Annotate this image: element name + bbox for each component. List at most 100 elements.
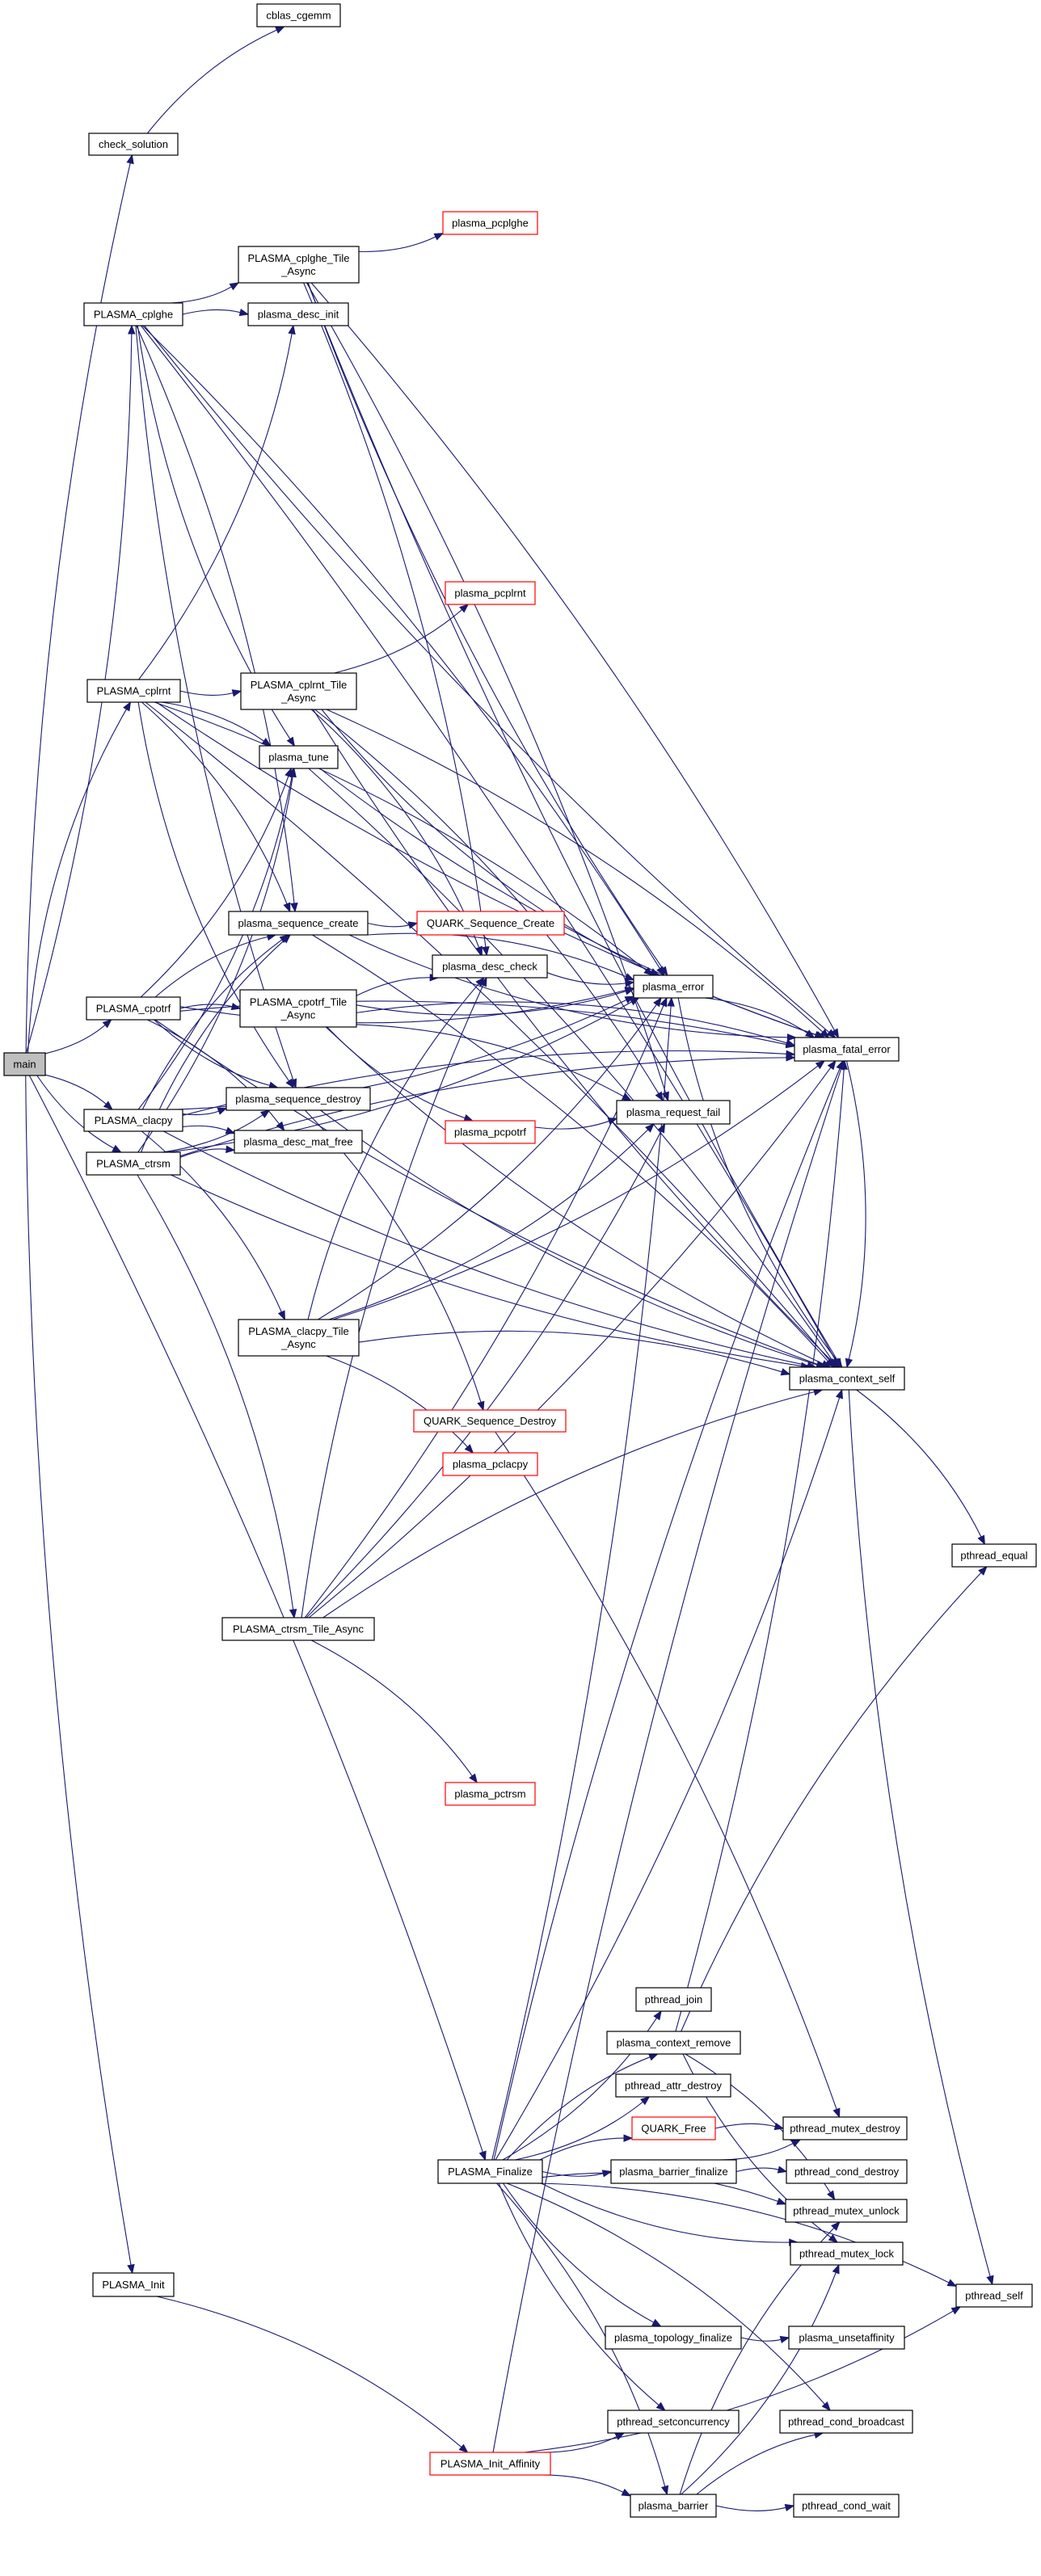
- node-plasma-topology-finalize[interactable]: plasma_topology_finalize: [605, 2326, 742, 2350]
- node-plasma-cplghe[interactable]: PLASMA_cplghe: [83, 302, 183, 326]
- arrowhead-icon: [661, 2485, 669, 2496]
- node-pthread-cond-destroy[interactable]: pthread_cond_destroy: [786, 2159, 908, 2184]
- node-plasma-init[interactable]: PLASMA_Init: [92, 2272, 175, 2297]
- edge-line: [141, 701, 288, 904]
- node-plasma-error[interactable]: plasma_error: [633, 974, 714, 999]
- arrowhead-icon: [103, 1101, 113, 1110]
- edge-line: [541, 2182, 790, 2243]
- node-plasma-sequence-create[interactable]: plasma_sequence_create: [228, 911, 369, 936]
- node-pthread-cond-wait[interactable]: pthread_cond_wait: [793, 2494, 900, 2518]
- node-label: pthread_cond_destroy: [794, 2166, 900, 2178]
- arrowhead-icon: [820, 1029, 830, 1038]
- node-plasma-desc-mat-free[interactable]: plasma_desc_mat_free: [234, 1130, 363, 1154]
- node-label: pthread_attr_destroy: [625, 2080, 722, 2092]
- node-pthread-mutex-destroy[interactable]: pthread_mutex_destroy: [782, 2116, 908, 2140]
- node-pthread-join[interactable]: pthread_join: [635, 1987, 712, 2012]
- node-plasma-fatal-error[interactable]: plasma_fatal_error: [794, 1037, 900, 1062]
- edge-line: [681, 1572, 982, 2032]
- node-label: plasma_fatal_error: [803, 1043, 891, 1055]
- node-plasma-cpotrf[interactable]: PLASMA_cpotrf: [86, 996, 181, 1021]
- node-pthread-mutex-lock[interactable]: pthread_mutex_lock: [790, 2241, 904, 2266]
- node-check-solution[interactable]: check_solution: [88, 133, 179, 156]
- arrowhead-icon: [238, 308, 250, 317]
- edge-plasma-ctrsm-tile-async-to-plasma-context-self: [322, 1388, 824, 1618]
- node-label: pthread_equal: [960, 1550, 1027, 1562]
- edge-line: [495, 1397, 841, 2161]
- edge-line: [136, 325, 295, 904]
- edge-line: [27, 709, 127, 1054]
- edge-plasma-sequence-create-to-plasma-context-self: [312, 934, 835, 1368]
- edge-line: [356, 991, 626, 1016]
- node-label: plasma_pclacpy: [453, 1458, 529, 1471]
- edge-line: [312, 934, 828, 1362]
- node-label: plasma_request_fail: [626, 1106, 720, 1118]
- node-plasma-context-remove[interactable]: plasma_context_remove: [606, 2031, 741, 2055]
- node-plasma-sequence-destroy[interactable]: plasma_sequence_destroy: [225, 1087, 371, 1111]
- edge-plasma-cplrnt-to-plasma-sequence-destroy: [137, 701, 295, 1089]
- edge-line: [163, 1130, 808, 1366]
- node-plasma-pcpotrf[interactable]: plasma_pcpotrf: [445, 1120, 536, 1144]
- arrowhead-icon: [601, 2170, 613, 2178]
- node-plasma-init-affinity[interactable]: PLASMA_Init_Affinity: [429, 2452, 551, 2476]
- node-plasma-unsetaffinity[interactable]: plasma_unsetaffinity: [788, 2326, 905, 2350]
- node-plasma-tune[interactable]: plasma_tune: [259, 745, 339, 769]
- edge-line: [356, 1001, 787, 1044]
- node-box: [779, 2410, 913, 2434]
- node-pthread-mutex-unlock[interactable]: pthread_mutex_unlock: [785, 2199, 908, 2223]
- node-plasma-finalize[interactable]: PLASMA_Finalize: [437, 2159, 543, 2184]
- edge-plasma-barrier-finalize-to-pthread-mutex-destroy: [719, 2139, 802, 2161]
- node-box: [615, 2073, 731, 2098]
- node-plasma-ctrsm[interactable]: PLASMA_ctrsm: [86, 1151, 181, 1176]
- node-plasma-pcplghe[interactable]: plasma_pcplghe: [442, 211, 538, 235]
- node-plasma-barrier[interactable]: plasma_barrier: [630, 2494, 717, 2518]
- node-pthread-self[interactable]: pthread_self: [955, 2283, 1033, 2308]
- node-plasma-request-fail[interactable]: plasma_request_fail: [616, 1100, 731, 1125]
- edge-line: [44, 1074, 107, 1105]
- node-quark-sequence-create[interactable]: QUARK_Sequence_Create: [416, 911, 565, 936]
- edge-line: [539, 2474, 624, 2493]
- edge-plasma-barrier-to-pthread-cond-broadcast: [696, 2431, 824, 2495]
- edge-line: [328, 1129, 649, 1320]
- node-label: pthread_mutex_destroy: [790, 2123, 900, 2135]
- edge-plasma-ctrsm-tile-async-to-plasma-desc-check: [301, 976, 487, 1618]
- edge-plasma-finalize-to-pthread-cond-broadcast: [506, 2182, 831, 2412]
- node-box: [239, 989, 357, 1028]
- node-box: [256, 3, 341, 27]
- arrowhead-icon: [102, 1019, 112, 1029]
- node-box: [793, 2494, 900, 2518]
- edge-line: [141, 939, 283, 1110]
- node-pthread-cond-broadcast[interactable]: pthread_cond_broadcast: [779, 2410, 913, 2434]
- node-plasma-cplrnt[interactable]: PLASMA_cplrnt: [86, 679, 181, 703]
- edge-plasma-cplrnt-to-plasma-cplrnt-tile-async: [179, 689, 242, 697]
- node-plasma-pcplrnt[interactable]: plasma_pcplrnt: [445, 581, 536, 605]
- node-pthread-setconcurrency[interactable]: pthread_setconcurrency: [607, 2410, 740, 2434]
- node-label: plasma_barrier: [639, 2500, 709, 2512]
- node-plasma-cplghe-tile-async[interactable]: PLASMA_cplghe_Tile_Async: [238, 246, 360, 284]
- node-plasma-cplrnt-tile-async[interactable]: PLASMA_cplrnt_Tile_Async: [240, 672, 357, 710]
- edge-line: [845, 1060, 866, 1360]
- node-plasma-pclacpy[interactable]: plasma_pclacpy: [442, 1452, 538, 1476]
- edge-plasma-cpotrf-tile-async-to-plasma-context-self: [325, 1026, 832, 1368]
- node-cblas-cgemm[interactable]: cblas_cgemm: [256, 3, 341, 27]
- node-quark-sequence-destroy[interactable]: QUARK_Sequence_Destroy: [413, 1409, 567, 1433]
- node-plasma-clacpy[interactable]: PLASMA_clacpy: [83, 1109, 183, 1132]
- node-plasma-pctrsm[interactable]: plasma_pctrsm: [445, 1782, 536, 1806]
- edge-line: [162, 1114, 263, 1153]
- arrowhead-icon: [659, 966, 668, 977]
- node-plasma-context-self[interactable]: plasma_context_self: [789, 1366, 905, 1391]
- node-quark-free[interactable]: QUARK_Free: [631, 2116, 716, 2140]
- node-plasma-clacpy-tile-async[interactable]: PLASMA_clacpy_Tile_Async: [238, 1319, 360, 1357]
- node-pthread-attr-destroy[interactable]: pthread_attr_destroy: [615, 2073, 731, 2098]
- node-plasma-ctrsm-tile-async[interactable]: PLASMA_ctrsm_Tile_Async: [221, 1617, 375, 1641]
- edge-line: [675, 1068, 845, 2032]
- node-pthread-equal[interactable]: pthread_equal: [951, 1543, 1037, 1568]
- node-plasma-desc-check[interactable]: plasma_desc_check: [432, 954, 548, 979]
- edge-plasma-error-to-plasma-context-self: [677, 997, 843, 1369]
- node-box: [445, 1120, 536, 1144]
- node-plasma-barrier-finalize[interactable]: plasma_barrier_finalize: [610, 2159, 737, 2184]
- node-plasma-desc-init[interactable]: plasma_desc_init: [247, 302, 349, 326]
- edge-line: [715, 2505, 786, 2511]
- node-plasma-cpotrf-tile-async[interactable]: PLASMA_cpotrf_Tile_Async: [239, 989, 357, 1028]
- edge-line: [307, 983, 479, 1320]
- edge-plasma-cplghe-to-plasma-error: [141, 325, 665, 977]
